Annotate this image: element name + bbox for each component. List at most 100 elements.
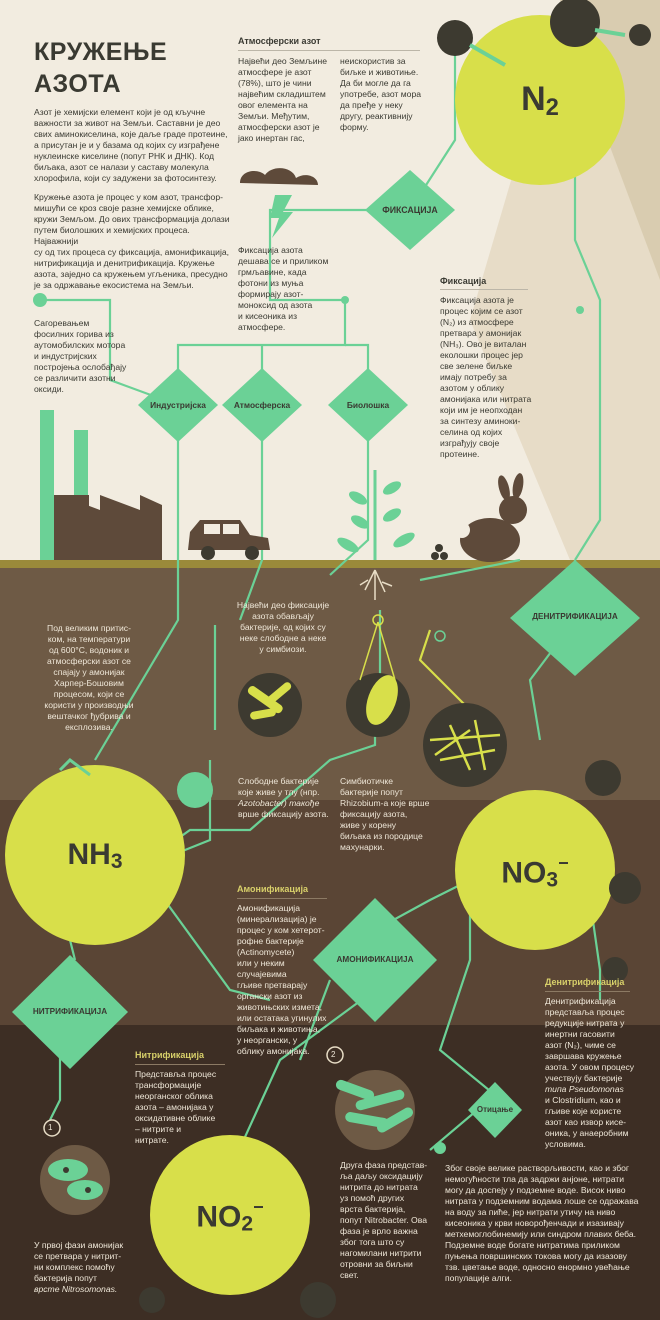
nitrif-step2-line: нитрита до нитрата — [340, 1182, 418, 1192]
fixation-line: азотом у облику — [440, 383, 504, 393]
atmospheric-line: другу, реактивнију — [340, 111, 413, 121]
intro2-line: азота, заједно са кружењем угљеника, пре… — [34, 269, 228, 279]
ammonification-line: (Actinomycete) — [237, 947, 295, 957]
plant-icon — [337, 470, 415, 600]
title-line-1: КРУЖЕЊЕ — [34, 38, 168, 66]
nitrification-heading: Нитрификација — [135, 1050, 204, 1060]
haber-line: спајају у амонијак — [53, 667, 125, 677]
fixation-line: све зелене биљке — [440, 361, 513, 371]
atmospheric-rule — [238, 50, 420, 51]
factory-icon — [40, 410, 162, 560]
intro-line: хлорофила, који су задужени за фотосинте… — [34, 173, 217, 183]
intro2-line: су од тих процеса су фиксација, амонифик… — [34, 247, 230, 257]
free-bacteria-line: Слободне бактерије — [238, 776, 319, 786]
atmospheric-line: атмосфере је азот — [238, 67, 312, 77]
lightning-icon — [270, 195, 293, 238]
no2-atom-1 — [300, 1282, 336, 1318]
ammonification-line: Амонификација — [237, 903, 300, 913]
symbiotic-line: махунарки. — [340, 842, 385, 852]
atmospheric-line: Да би могле да га — [340, 78, 411, 88]
ammonification-line: животињских измета, — [237, 1002, 323, 1012]
denitrification-diamond — [510, 560, 640, 676]
ammonification-line: процес у ком хетерот- — [237, 925, 325, 935]
fixation-line: процес којим се азот — [440, 306, 523, 316]
no2-circle — [150, 1135, 310, 1295]
cloud-icon — [240, 168, 318, 185]
fixation-label: ФИКСАЦИЈА — [382, 205, 438, 215]
free-bacteria-text: Слободне бактерије које живе у тлу (нпр.… — [238, 776, 338, 820]
nitrif-step2-line: Друга фаза представ- — [340, 1160, 428, 1170]
ammonification-diamond — [313, 898, 437, 1022]
nitrif-step2-line: свет. — [340, 1270, 359, 1280]
lightning-line: атмосфере. — [238, 322, 286, 332]
ammonification-line: у неоргански, у — [237, 1035, 298, 1045]
haber-text: Под великим притис- ком, на температури … — [24, 623, 154, 733]
denitrification-line: редукције нитрата у — [545, 1018, 625, 1028]
fossil-line: аутомобилских мотора — [34, 340, 126, 350]
fixation-line: Фиксација азота је — [440, 295, 514, 305]
fossil-line: фосилних горива из — [34, 329, 114, 339]
runoff-node — [434, 1142, 446, 1154]
free-bacteria-icon — [247, 682, 292, 720]
fixation-line: протеине. — [440, 449, 480, 459]
denitrification-line: представља процес — [545, 1007, 625, 1017]
denitrification-label: ДЕНИТРИФИКАЦИЈА — [532, 612, 618, 621]
symbiotic-line: Rhizobium-а које врше — [340, 798, 430, 808]
n2-atom-1 — [437, 20, 473, 56]
biological-diamond — [328, 368, 408, 442]
denitrification-rule — [545, 991, 630, 992]
fixation-node — [576, 306, 584, 314]
denitrification-line: и Clostridium, као и — [545, 1095, 621, 1105]
haber-line: атмосферски азот се — [47, 656, 131, 666]
no2-label: NO2− — [170, 1197, 290, 1237]
runoff-line: пуњења површинских токова могу да изазов… — [445, 1251, 627, 1261]
atmospheric-line: највећим складиштем — [238, 89, 326, 99]
symbiotic-line: живе у корену — [340, 820, 397, 830]
haber-line: од 600°C, водоник и — [48, 645, 130, 655]
haber-line: експлозива. — [65, 722, 113, 732]
fixation-line: изграђују своје — [440, 438, 500, 448]
intro-line: нуклеинске киселине (попут РНК и ДНК). К… — [34, 151, 215, 161]
symbiotic-line: биљака из породице — [340, 831, 423, 841]
runoff-line: Због своје велике растворљивости, као и … — [445, 1163, 630, 1173]
lightning-text: Фиксација азота дешава се и приликом грм… — [238, 245, 348, 333]
droppings-icon — [431, 544, 448, 560]
nitrification-line: азота – амонијака у — [135, 1102, 214, 1112]
bacteria-text: Највећи део фиксације азота обављају бак… — [228, 600, 338, 655]
symbiotic-line: бактерије попут — [340, 787, 403, 797]
denitrification-heading: Денитрификација — [545, 977, 625, 987]
no2-atom-2 — [139, 1287, 165, 1313]
ammonification-heading: Амонификација — [237, 884, 308, 894]
ammonification-line: или у неким — [237, 958, 285, 968]
denitrification-line: азота. У овом процесу — [545, 1062, 635, 1072]
denitrification-line: учествују бактерије — [545, 1073, 623, 1083]
lightning-line: и кисеоника из — [238, 311, 298, 321]
haber-line: користи у производњи — [44, 700, 134, 710]
atmospheric-text-col2: неискористив за биљке и животиње. Да би … — [340, 56, 430, 133]
fixation-line: за синтезу аминоки- — [440, 416, 521, 426]
nitrif-step1-line: У првој фази амонијак — [34, 1240, 124, 1250]
ammonification-text: Амонификација (минерализација) је процес… — [237, 903, 342, 1057]
nitrosomonas-icon — [48, 1159, 103, 1200]
nitrification-line: Представља процес — [135, 1069, 217, 1079]
atmospheric-line: (78%), што је чини — [238, 78, 312, 88]
atmospheric-line: употребе, азот мора — [340, 89, 422, 99]
free-bacteria-line: врше фиксацију азота. — [238, 809, 329, 819]
actinomycete-bubble — [423, 703, 507, 787]
denitrification-line: азот (N₂), чиме се — [545, 1040, 616, 1050]
industrial-diamond — [138, 368, 218, 442]
ammonification-line: органски азот из — [237, 991, 303, 1001]
nh3-bonds — [58, 758, 91, 777]
fossil-line: се различити азотни — [34, 373, 116, 383]
root-node — [372, 614, 384, 626]
ammonification-line: биљака и животиња, — [237, 1024, 321, 1034]
symbiotic-bacteria-icon — [366, 675, 398, 725]
runoff-line: могу да доспеју у подземне воде. Висок н… — [445, 1185, 626, 1195]
lightning-line: формирају азот- — [238, 289, 304, 299]
denitrification-line: условима. — [545, 1139, 586, 1149]
intro2-line: Кружење азота је процес у ком азот, тран… — [34, 192, 223, 202]
nitrification-line: нитрате. — [135, 1135, 169, 1145]
denitrification-line: азот као извор кисе- — [545, 1117, 626, 1127]
fossil-node — [33, 293, 47, 307]
runoff-diamond — [468, 1082, 522, 1138]
